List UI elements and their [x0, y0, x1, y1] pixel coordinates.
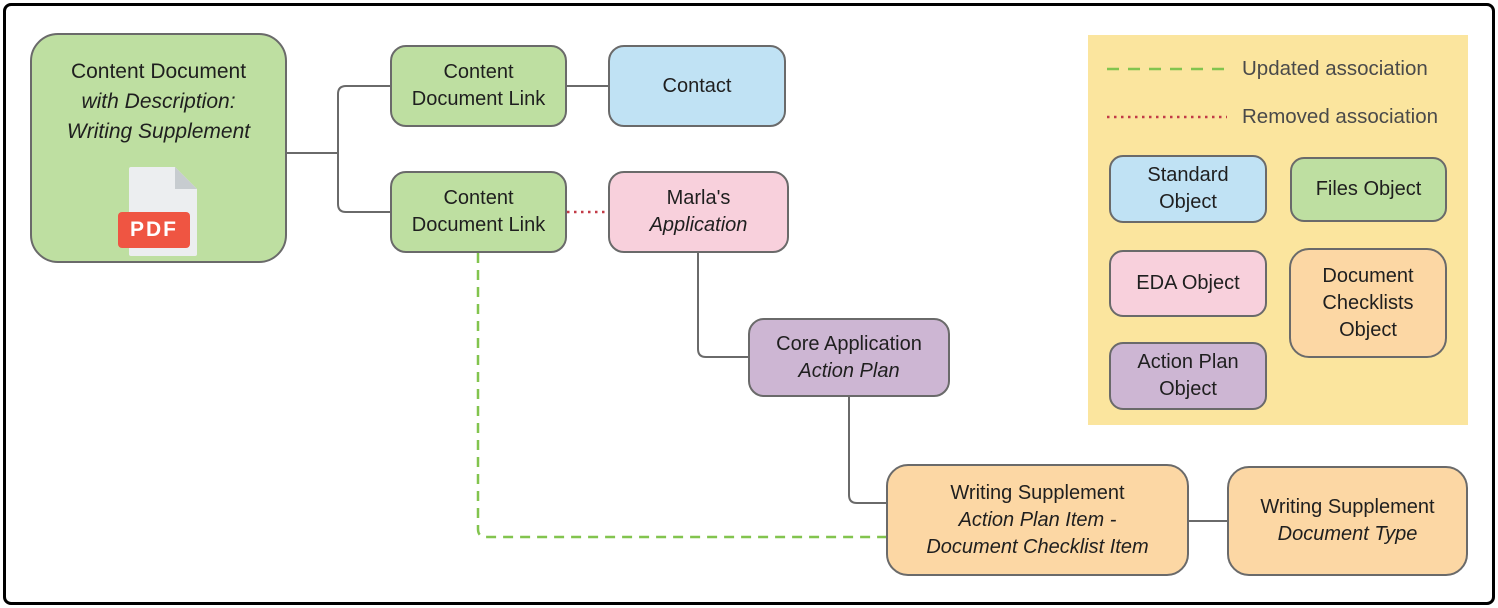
node-marlas-application: Marla's Application: [608, 171, 789, 253]
node-label-line: Writing Supplement: [950, 481, 1125, 504]
node-label-line: EDA Object: [1136, 272, 1240, 294]
legend-removed-association: Removed association: [1106, 103, 1438, 131]
removed-association-dot-sample: [1107, 115, 1227, 119]
node-label-line: with Description:: [81, 90, 236, 113]
node-core-application-action-plan: Core Application Action Plan: [748, 318, 950, 397]
node-label-line: Action Plan Item -: [958, 508, 1117, 531]
node-label-line: Document Type: [1277, 523, 1418, 545]
legend-box-action-plan-object: Action Plan Object: [1109, 342, 1267, 410]
legend-box-standard-object: Standard Object: [1109, 155, 1267, 223]
node-label-line: Object: [1159, 191, 1217, 213]
connector-contentdoc-branch: [337, 85, 390, 213]
node-label-line: Checklists: [1322, 291, 1414, 314]
connector-coreapp-wsitem: [848, 397, 886, 504]
pdf-badge: PDF: [118, 212, 190, 248]
node-label-line: Content Document: [70, 60, 247, 83]
node-label-line: Core Application: [776, 332, 922, 355]
node-label-line: Action Plan: [1137, 351, 1239, 373]
legend-box-files-object: Files Object: [1290, 157, 1447, 222]
node-content-document-link-2: Content Document Link: [390, 171, 567, 253]
node-label-line: Marla's: [666, 187, 731, 209]
node-content-document-link-1: Content Document Link: [390, 45, 567, 127]
legend-panel: Updated association Removed association …: [1088, 35, 1468, 425]
legend-removed-label: Removed association: [1242, 105, 1438, 128]
legend-updated-label: Updated association: [1242, 57, 1428, 80]
node-writing-supplement-document-type: Writing Supplement Document Type: [1227, 466, 1468, 576]
node-label-line: Object: [1339, 318, 1397, 341]
node-label-line: Action Plan: [798, 359, 900, 382]
legend-updated-association: Updated association: [1106, 55, 1428, 83]
legend-box-document-checklists-object: Document Checklists Object: [1289, 248, 1447, 358]
connector-marla-coreapp: [697, 253, 748, 358]
node-label-line: Document Link: [411, 214, 546, 236]
legend-box-eda-object: EDA Object: [1109, 250, 1267, 317]
node-contact: Contact: [608, 45, 786, 127]
node-label-line: Document Checklist Item: [926, 535, 1149, 558]
connector-cdl2-wsitem-updated: [476, 253, 886, 539]
pdf-fold-corner: [175, 167, 197, 189]
node-label-line: Writing Supplement: [1260, 496, 1435, 518]
node-label-line: Content: [443, 187, 514, 209]
updated-association-dash-sample: [1107, 67, 1227, 71]
node-content-document: Content Document with Description: Writi…: [30, 33, 287, 263]
node-label-line: Standard: [1147, 164, 1229, 186]
node-label-line: Document Link: [411, 88, 546, 110]
node-label-line: Contact: [662, 74, 732, 97]
node-label-line: Object: [1159, 378, 1217, 400]
node-label-line: Writing Supplement: [66, 120, 251, 143]
node-label-line: Files Object: [1315, 178, 1422, 200]
pdf-file-icon: PDF: [118, 167, 230, 259]
node-label-line: Document: [1322, 264, 1414, 287]
node-writing-supplement-checklist-item: Writing Supplement Action Plan Item - Do…: [886, 464, 1189, 576]
node-label-line: Content: [443, 61, 514, 83]
node-label-line: Application: [649, 214, 748, 236]
